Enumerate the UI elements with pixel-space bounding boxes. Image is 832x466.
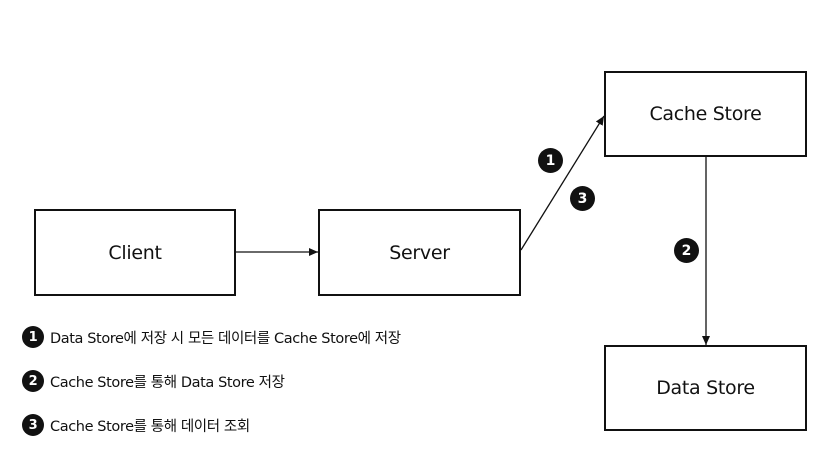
data-store-label: Data Store xyxy=(656,377,755,399)
legend-text-3: Cache Store를 통해 데이터 조회 xyxy=(50,418,250,435)
client-label: Client xyxy=(108,241,162,264)
arrow-server-to-cache-store xyxy=(520,115,605,251)
cache-store-label: Cache Store xyxy=(649,103,762,125)
legend-text-1: Data Store에 저장 시 모든 데이터를 Cache Store에 저장 xyxy=(50,330,401,347)
legend-item-2: 2 Cache Store를 통해 Data Store 저장 xyxy=(22,369,401,393)
server-label: Server xyxy=(389,241,450,264)
cache-store-node: Cache Store xyxy=(604,71,807,157)
legend-number-2: 2 xyxy=(22,370,44,392)
data-store-node: Data Store xyxy=(604,345,807,431)
step-3-badge: 3 xyxy=(570,186,595,211)
server-node: Server xyxy=(318,209,521,296)
step-2-badge: 2 xyxy=(674,238,699,263)
legend: 1 Data Store에 저장 시 모든 데이터를 Cache Store에 … xyxy=(22,325,401,457)
legend-text-2: Cache Store를 통해 Data Store 저장 xyxy=(50,374,285,391)
legend-number-3: 3 xyxy=(22,414,44,436)
client-node: Client xyxy=(34,209,236,296)
legend-number-1: 1 xyxy=(22,326,44,348)
legend-item-3: 3 Cache Store를 통해 데이터 조회 xyxy=(22,413,401,437)
step-1-badge: 1 xyxy=(538,148,563,173)
legend-item-1: 1 Data Store에 저장 시 모든 데이터를 Cache Store에 … xyxy=(22,325,401,349)
